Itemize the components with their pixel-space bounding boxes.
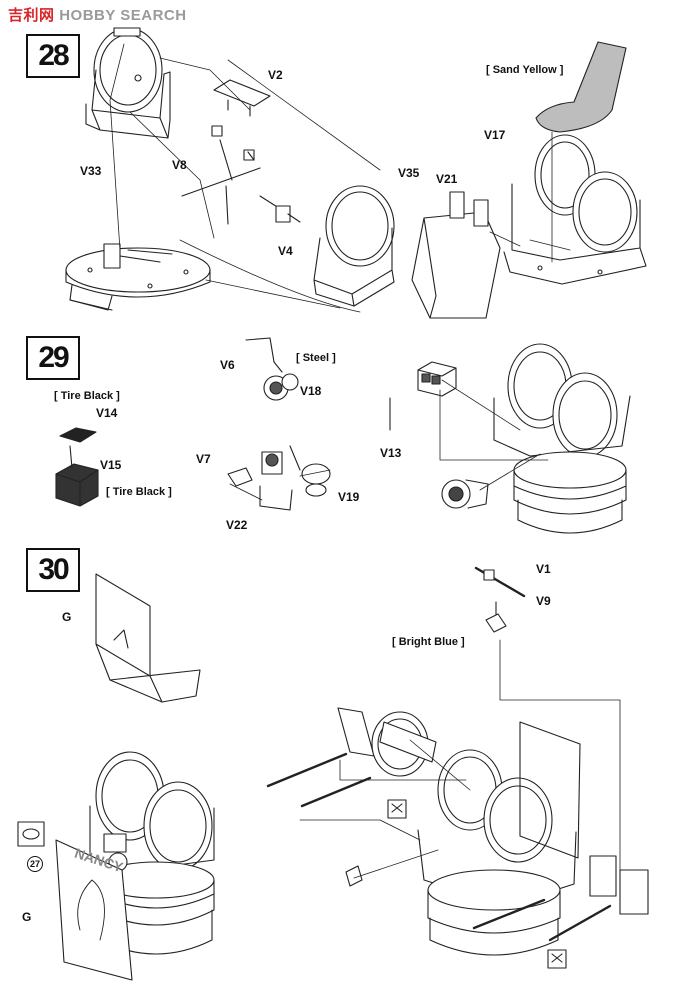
step-number-30: 30 <box>26 548 80 592</box>
part-label-v14: V14 <box>96 406 118 420</box>
turret-step-30-right <box>266 707 649 969</box>
part-label-v13: V13 <box>380 446 402 460</box>
seat-part-v17 <box>535 41 627 133</box>
parts-v7-v22-v19 <box>227 445 331 511</box>
part-label-v17: V17 <box>484 128 506 142</box>
step-number-28: 28 <box>26 34 80 78</box>
rod-part-v8 <box>181 139 261 225</box>
part-label-v19: V19 <box>338 490 360 504</box>
part-label-v22: V22 <box>226 518 248 532</box>
paint-label-steel: [ Steel ] <box>296 352 336 364</box>
box-parts-v14-v15 <box>55 427 99 507</box>
searchlight-v35 <box>313 185 395 307</box>
mantlet-part-v21 <box>411 191 501 319</box>
part-label-v2: V2 <box>268 68 283 82</box>
part-label-v9: V9 <box>536 594 551 608</box>
paint-label-sand-yellow: [ Sand Yellow ] <box>486 64 564 76</box>
part-label-g-upper: G <box>62 610 72 624</box>
part-label-v6: V6 <box>220 358 235 372</box>
part-label-v1: V1 <box>536 562 551 576</box>
part-label-v18: V18 <box>300 384 322 398</box>
part-label-v7: V7 <box>196 452 211 466</box>
paint-label-tire-black-1: [ Tire Black ] <box>54 390 120 402</box>
assembly-guide-lines-30 <box>299 639 621 901</box>
bracket-part-v2 <box>211 79 271 161</box>
plate-part-g-upper <box>95 573 201 703</box>
turret-base-platform <box>65 243 211 311</box>
part-label-v33: V33 <box>80 164 102 178</box>
twin-searchlight-assembly <box>503 134 647 285</box>
decal-number-badge: 27 <box>27 856 43 872</box>
box-part-v13 <box>389 361 457 431</box>
part-v1-v9 <box>474 566 526 633</box>
part-label-v8: V8 <box>172 158 187 172</box>
part-label-v4: V4 <box>278 244 293 258</box>
step-number-29: 29 <box>26 336 80 380</box>
assembly-guide-lines-29 <box>229 379 549 501</box>
part-label-v15: V15 <box>100 458 122 472</box>
paint-label-tire-black-2: [ Tire Black ] <box>106 486 172 498</box>
part-label-v21: V21 <box>436 172 458 186</box>
watermark-logo: 吉利网 HOBBY SEARCH <box>8 7 187 24</box>
part-v6-pipe <box>245 337 299 401</box>
turret-step-30-left <box>89 751 215 955</box>
part-label-v35: V35 <box>398 166 420 180</box>
gearbox-part <box>441 479 489 509</box>
part-label-g-lower: G <box>22 910 32 924</box>
part-v4 <box>259 195 301 223</box>
paint-label-bright-blue: [ Bright Blue ] <box>392 636 465 648</box>
plate-part-g-decal <box>17 821 133 981</box>
assembly-guide-lines-28 <box>109 43 571 313</box>
searchlight-housing-v33 <box>85 27 171 139</box>
turret-step-29 <box>493 343 631 534</box>
